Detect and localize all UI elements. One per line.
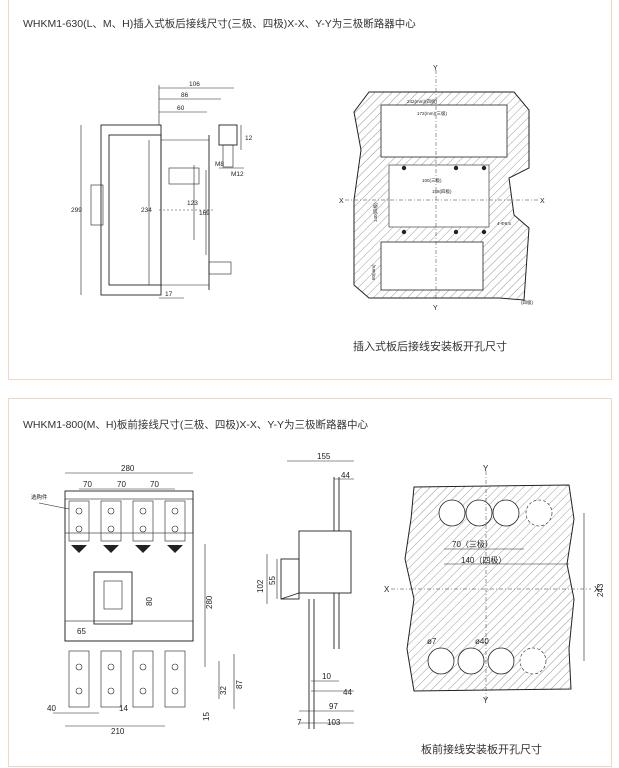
svg-text:100(三极): 100(三极) (422, 177, 442, 184)
svg-text:44: 44 (341, 471, 350, 480)
cutout-630-labels: Y Y X X (339, 65, 545, 312)
dim-m8: M8 (215, 161, 224, 168)
cutout-630-dims: 242(mm)(四极) 172(mm)(三极) 100(三极) 158(四极) … (407, 98, 533, 306)
svg-text:140（四极）: 140（四极） (461, 555, 506, 565)
svg-text:158(四极): 158(四极) (432, 188, 452, 195)
svg-text:60(mm): 60(mm) (371, 264, 376, 280)
svg-text:70: 70 (117, 480, 126, 489)
svg-text:65: 65 (77, 627, 86, 636)
svg-text:280: 280 (121, 464, 135, 473)
svg-text:242(mm)(四极): 242(mm)(四极) (407, 98, 438, 105)
side-view-630-dim-labels: 106 86 60 12 M8 M12 299 234 123 169 17 (71, 81, 253, 298)
axis-x-right: X (540, 198, 545, 205)
svg-text:280: 280 (205, 595, 214, 609)
cutout-plate-800 (391, 471, 591, 699)
front-wiring-drawing: 选购件 280 70 70 70 65 40 14 210 80 280 87 … (31, 452, 605, 736)
section1-title: WHKM1-630(L、M、H)插入式板后接线尺寸(三极、四极)X-X、Y-Y为… (23, 18, 416, 30)
svg-text:40: 40 (47, 704, 56, 713)
svg-text:172(mm)(三极): 172(mm)(三极) (417, 110, 448, 117)
svg-text:210: 210 (111, 727, 125, 736)
svg-text:Y: Y (483, 696, 489, 705)
svg-text:(四极): (四极) (521, 299, 533, 306)
side-view-breaker-630 (80, 85, 244, 299)
svg-text:ø40: ø40 (475, 637, 489, 646)
dim-m12: M12 (231, 171, 244, 178)
front-view-breaker-800 (38, 472, 235, 727)
svg-text:4-Φ8.5: 4-Φ8.5 (497, 221, 511, 226)
dim-60: 60 (177, 105, 185, 112)
svg-text:70（三极）: 70（三极） (452, 539, 493, 549)
panel-plugin-rear-wiring: WHKM1-630(L、M、H)插入式板后接线尺寸(三极、四极)X-X、Y-Y为… (8, 0, 612, 380)
svg-text:32: 32 (219, 686, 228, 695)
svg-text:70: 70 (83, 480, 92, 489)
svg-text:7: 7 (297, 718, 302, 727)
svg-text:55: 55 (268, 576, 277, 585)
svg-text:X: X (384, 585, 390, 594)
dim-86: 86 (181, 92, 189, 99)
section2-caption: 板前接线安装板开孔尺寸 (421, 744, 542, 756)
optional-part-label: 选购件 (31, 493, 48, 501)
svg-text:97: 97 (329, 702, 338, 711)
panel-front-wiring: WHKM1-800(M、H)板前接线尺寸(三极、四极)X-X、Y-Y为三极断路器… (8, 398, 612, 767)
dim-234: 234 (141, 207, 152, 214)
svg-text:44: 44 (343, 688, 352, 697)
svg-text:70: 70 (150, 480, 159, 489)
front-view-dim-labels: 选购件 280 70 70 70 65 40 14 210 (31, 464, 159, 736)
svg-text:103: 103 (327, 718, 341, 727)
svg-text:87: 87 (235, 680, 244, 689)
dim-169: 169 (199, 210, 210, 217)
dim-123: 123 (187, 200, 198, 207)
dim-17: 17 (165, 291, 173, 298)
svg-text:102: 102 (256, 579, 265, 593)
svg-text:14: 14 (119, 704, 128, 713)
svg-text:Y: Y (483, 464, 489, 473)
dim-12: 12 (245, 135, 253, 142)
side-view-breaker-800 (266, 460, 354, 729)
axis-y-top: Y (433, 65, 438, 72)
dim-106: 106 (189, 81, 200, 88)
plugin-rear-drawing: 106 86 60 12 M8 M12 299 234 123 169 17 (71, 65, 545, 312)
svg-text:15: 15 (202, 712, 211, 721)
section1-caption: 插入式板后接线安装板开孔尺寸 (353, 341, 507, 353)
axis-y-bottom: Y (433, 305, 438, 312)
side-view-800-dim-labels: 155 44 10 44 97 7 103 (297, 452, 352, 727)
section2-title: WHKM1-800(M、H)板前接线尺寸(三极、四极)X-X、Y-Y为三极断路器… (23, 419, 368, 431)
cutout-plate-630 (345, 70, 539, 301)
svg-text:10: 10 (322, 672, 331, 681)
svg-text:155: 155 (317, 452, 331, 461)
dim-299: 299 (71, 207, 82, 214)
svg-text:ø7: ø7 (427, 637, 437, 646)
svg-text:243: 243 (596, 583, 605, 597)
svg-text:140(四极): 140(四极) (372, 202, 379, 222)
cutout-800-labels: Y Y X X 70（三极） 140（四极） ø7 ø40 (384, 464, 600, 705)
axis-x-left: X (339, 198, 344, 205)
svg-text:X: X (594, 585, 600, 594)
svg-text:80: 80 (145, 597, 154, 606)
